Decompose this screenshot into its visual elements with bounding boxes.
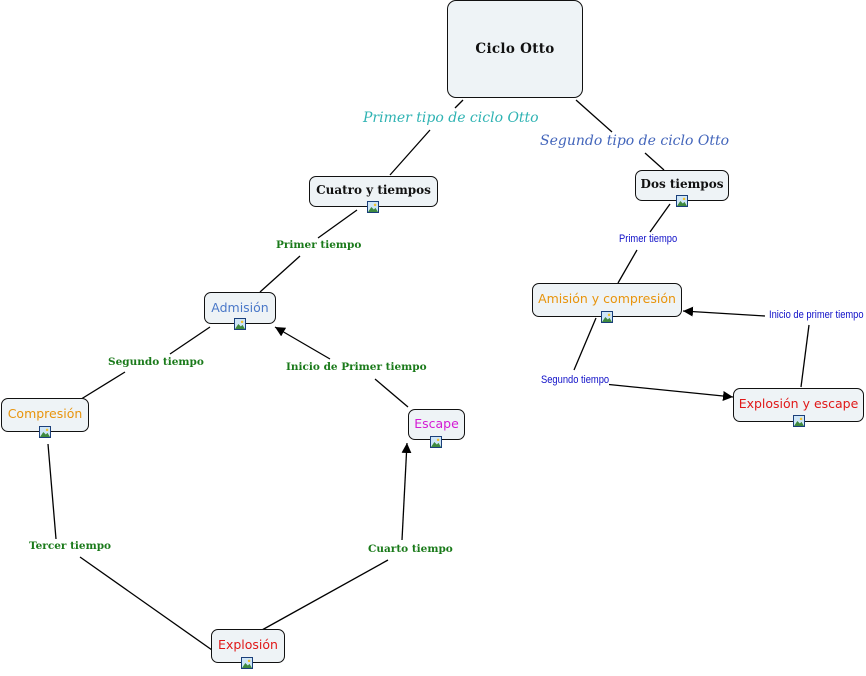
line-primer-tipo-to-cuatro (389, 129, 431, 176)
link-label-segundo-tiempo-2t: Segundo tiempo (541, 374, 610, 386)
node-explosion-escape[interactable]: Explosión y escape (733, 388, 864, 427)
node-cuatro-tiempos-label: Cuatro y tiempos (316, 183, 431, 197)
link-label-primer-tipo: Primer tipo de ciclo Otto (363, 110, 539, 126)
line-inicio-to-admision (274, 326, 331, 360)
node-explosion-escape-label: Explosión y escape (738, 396, 859, 411)
node-cuatro-tiempos[interactable]: Cuatro y tiempos (309, 176, 438, 213)
image-resource-icon[interactable] (367, 201, 379, 213)
node-dos-tiempos-label: Dos tiempos (640, 177, 724, 191)
line-root-to-primer-tipo (454, 99, 464, 109)
line-tercer-tiempo-to-explosion (79, 556, 213, 651)
line-segundo-tipo-to-dos (644, 152, 665, 171)
node-amision-compresion[interactable]: Amisión y compresión (532, 283, 682, 323)
image-resource-icon[interactable] (39, 426, 51, 438)
line-compresion-to-tercer-tiempo (47, 443, 57, 540)
node-dos-tiempos[interactable]: Dos tiempos (635, 170, 729, 207)
line-inicio-to-amision (682, 306, 766, 317)
line-segundo-tiempo-to-explosion-escape (603, 383, 734, 401)
node-compresion[interactable]: Compresión (1, 398, 89, 438)
node-explosion-label: Explosión (218, 637, 278, 652)
line-cuarto-tiempo-to-escape (401, 442, 412, 541)
link-label-primer-tiempo-2t: Primer tiempo (619, 233, 678, 245)
node-escape-label: Escape (414, 416, 459, 431)
link-label-primer-tiempo-4t: Primer tiempo (276, 239, 362, 251)
line-root-to-segundo-tipo (575, 99, 613, 133)
image-resource-icon[interactable] (430, 436, 442, 448)
image-resource-icon[interactable] (793, 415, 805, 427)
link-label-tercer-tiempo: Tercer tiempo (29, 540, 112, 552)
link-label-inicio-primer-tiempo-4t: Inicio de Primer tiempo (286, 361, 427, 373)
link-label-segundo-tipo: Segundo tipo de ciclo Otto (540, 133, 730, 149)
node-escape[interactable]: Escape (408, 409, 465, 448)
line-amision-to-segundo-tiempo (573, 317, 597, 371)
line-cuatro-to-primer-tiempo (317, 209, 358, 239)
line-explosion-escape-to-inicio (800, 324, 810, 388)
node-admision-label: Admisión (211, 300, 269, 315)
link-label-segundo-tiempo-4t: Segundo tiempo (108, 356, 204, 368)
image-resource-icon[interactable] (676, 195, 688, 207)
root-node-label: Ciclo Otto (475, 41, 555, 57)
link-label-cuarto-tiempo: Cuarto tiempo (368, 543, 453, 555)
image-resource-icon[interactable] (234, 318, 246, 330)
line-primer-tiempo-to-admision (259, 255, 301, 293)
line-admision-to-segundo-tiempo (169, 326, 211, 355)
image-resource-icon[interactable] (601, 311, 613, 323)
node-admision[interactable]: Admisión (204, 292, 276, 330)
image-resource-icon[interactable] (241, 657, 253, 669)
node-compresion-label: Compresión (7, 406, 83, 421)
line-escape-to-inicio (374, 378, 409, 408)
line-primer-tiempo-to-amision (617, 249, 638, 284)
link-label-inicio-primer-tiempo-2t: Inicio de primer tiempo (769, 309, 864, 321)
node-explosion[interactable]: Explosión (211, 629, 285, 669)
line-dos-to-primer-tiempo (649, 203, 671, 233)
line-segundo-tiempo-to-compresion (77, 371, 126, 402)
node-amision-compresion-label: Amisión y compresión (538, 291, 676, 306)
line-explosion-to-cuarto-tiempo (261, 559, 389, 631)
root-node-ciclo-otto[interactable]: Ciclo Otto (447, 0, 583, 98)
